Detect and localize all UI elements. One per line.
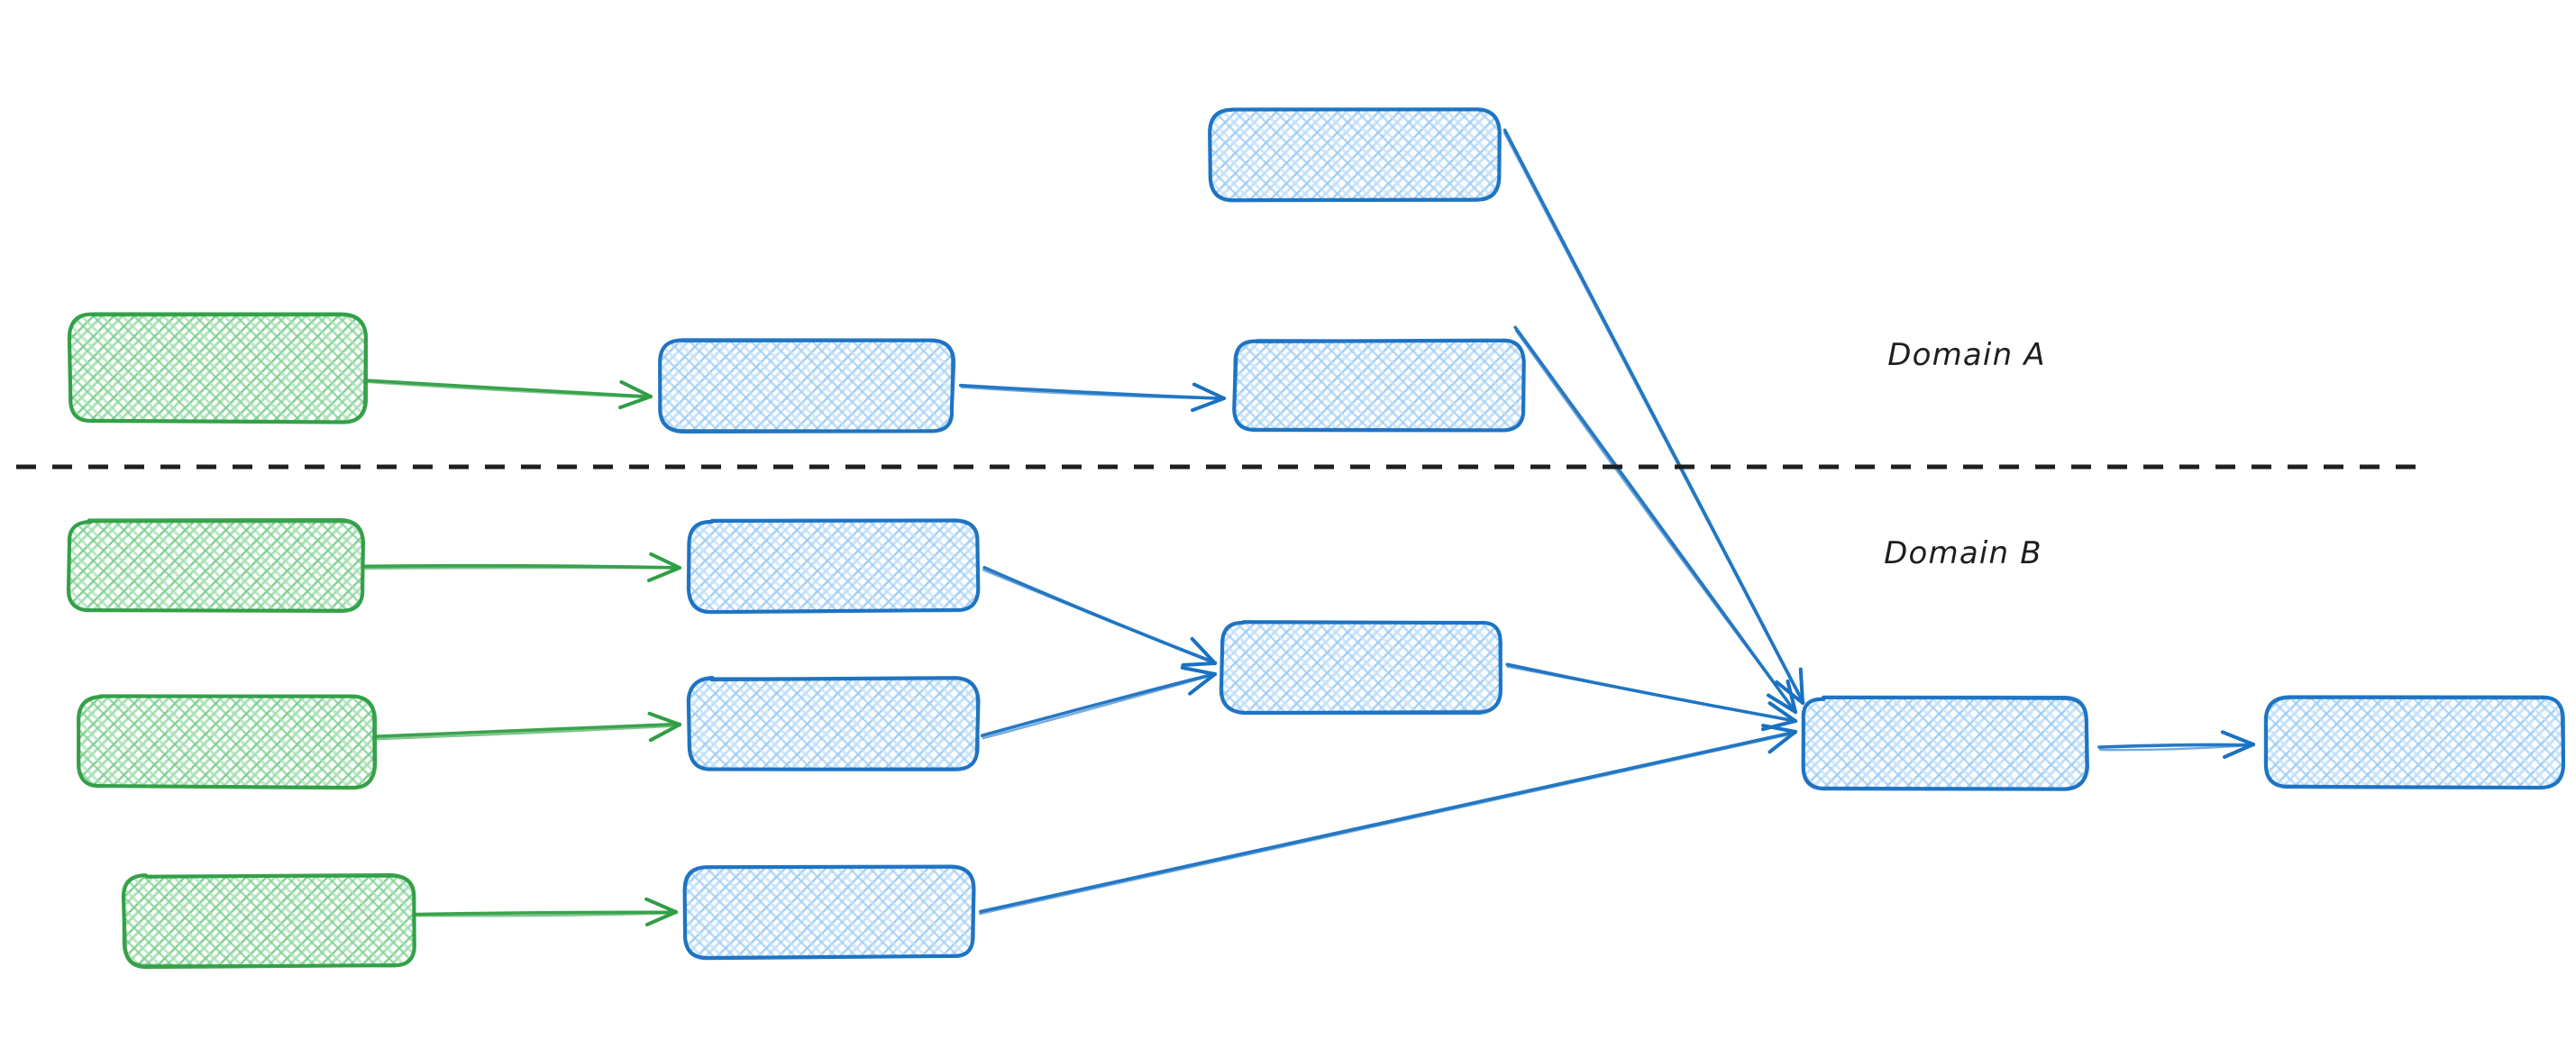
edge-e12[interactable]: [2097, 730, 2255, 760]
node-outline: [67, 520, 364, 613]
labels-layer: Domain A Domain B: [1884, 337, 2046, 571]
edge-e8[interactable]: [982, 565, 1218, 667]
node-outline: [122, 874, 416, 968]
edge-arrowhead-upper: [644, 910, 678, 926]
edge-line: [978, 732, 1797, 916]
node-fill-hatch-b: [69, 521, 363, 611]
node-outline: [69, 312, 367, 424]
edge-line: [982, 673, 1217, 740]
node-b-merge-1[interactable]: [1219, 620, 1503, 716]
edge-line: [2097, 743, 2255, 749]
node-b-source-1[interactable]: [66, 518, 366, 613]
edge-line: [376, 725, 681, 741]
node-outline: [688, 519, 980, 613]
edge-line: [366, 380, 652, 399]
edge-arrowhead-upper: [1188, 672, 1217, 696]
edge-arrowhead-upper: [646, 566, 681, 583]
edge-line: [1503, 132, 1804, 706]
edge-e11[interactable]: [978, 724, 1797, 916]
node-outline: [1220, 621, 1503, 714]
node-outline: [682, 865, 976, 959]
edge-e5[interactable]: [363, 552, 681, 583]
edge-line: [414, 910, 679, 917]
node-fill-hatch-b: [690, 679, 978, 769]
edge-e7[interactable]: [414, 897, 679, 926]
node-b-source-2[interactable]: [77, 694, 378, 790]
node-fill-hatch-b: [1235, 341, 1523, 431]
node-a-process-2[interactable]: [1232, 338, 1526, 433]
node-outline: [687, 677, 980, 771]
edge-line: [416, 912, 677, 917]
node-fill-hatch-b: [661, 341, 953, 431]
domain-a-label: Domain A: [1887, 337, 2046, 373]
node-b-process-3[interactable]: [682, 864, 976, 961]
edge-arrowhead-lower: [644, 897, 678, 914]
edge-arrowhead-upper: [1766, 693, 1797, 714]
edge-e6[interactable]: [374, 711, 681, 743]
edge-line: [367, 379, 653, 399]
domain-b-label: Domain B: [1884, 535, 2042, 571]
edge-e3[interactable]: [1503, 128, 1805, 706]
edge-arrowhead-lower: [2220, 730, 2255, 746]
edge-line: [2099, 743, 2255, 752]
node-b-process-2[interactable]: [686, 675, 981, 771]
edge-arrowhead-lower: [1761, 724, 1797, 734]
node-fill-hatch-b: [1221, 622, 1501, 712]
edge-arrowhead-lower: [649, 552, 681, 570]
edge-arrowhead-lower: [647, 711, 681, 726]
edge-arrowhead-lower: [1192, 382, 1226, 400]
edge-arrowhead-lower: [1190, 636, 1217, 665]
node-fill-hatch-b: [1210, 110, 1499, 200]
node-outline: [1209, 108, 1501, 202]
nodes-layer: [66, 107, 2566, 970]
edge-line: [1506, 665, 1796, 723]
node-outline: [2265, 695, 2564, 789]
node-a-process-1[interactable]: [658, 338, 956, 434]
edge-line: [374, 722, 681, 738]
edge-arrowhead-lower: [1798, 667, 1804, 705]
edge-arrowhead-upper: [1191, 397, 1226, 413]
edge-line: [364, 566, 681, 570]
edge-e4[interactable]: [1513, 325, 1797, 715]
edge-arrowhead-upper: [1768, 730, 1797, 754]
node-fill-hatch-b: [70, 314, 365, 422]
node-b-merge-2[interactable]: [1801, 695, 2089, 791]
node-fill-hatch-b: [2267, 697, 2562, 787]
edge-e2[interactable]: [958, 382, 1226, 413]
edge-arrowhead-upper: [618, 395, 653, 410]
edges-layer: [363, 128, 2255, 926]
node-a-process-top[interactable]: [1208, 107, 1502, 203]
edge-line: [982, 565, 1218, 665]
node-b-source-3[interactable]: [121, 872, 416, 970]
node-outline: [658, 338, 954, 433]
edge-line: [980, 672, 1217, 738]
edge-arrowhead-upper: [648, 723, 681, 743]
edge-line: [982, 569, 1217, 665]
node-fill-hatch-b: [1803, 698, 2087, 789]
edge-e9[interactable]: [980, 665, 1217, 740]
edge-arrowhead-lower: [1180, 665, 1217, 676]
edge-arrowhead-lower: [619, 379, 653, 398]
node-fill-hatch-b: [690, 521, 978, 611]
node-b-output[interactable]: [2263, 695, 2566, 790]
edge-arrowhead-lower: [1786, 679, 1797, 714]
node-fill-hatch-b: [685, 867, 973, 957]
edge-line: [1514, 329, 1797, 714]
edge-e10[interactable]: [1505, 662, 1798, 732]
node-outline: [77, 694, 375, 789]
edge-line: [979, 730, 1797, 914]
node-outline: [1801, 696, 2087, 790]
edge-line: [958, 383, 1226, 401]
node-a-source-1[interactable]: [67, 312, 369, 424]
edge-line: [960, 386, 1226, 400]
edge-arrowhead-lower: [1768, 701, 1797, 723]
edge-arrowhead-upper: [2223, 743, 2255, 760]
node-outline: [1232, 338, 1526, 433]
edge-e1[interactable]: [366, 379, 653, 410]
node-fill-hatch-b: [79, 697, 374, 787]
node-fill-hatch-b: [124, 876, 415, 966]
edge-arrowhead-upper: [1181, 661, 1217, 667]
node-b-process-1[interactable]: [686, 518, 981, 615]
